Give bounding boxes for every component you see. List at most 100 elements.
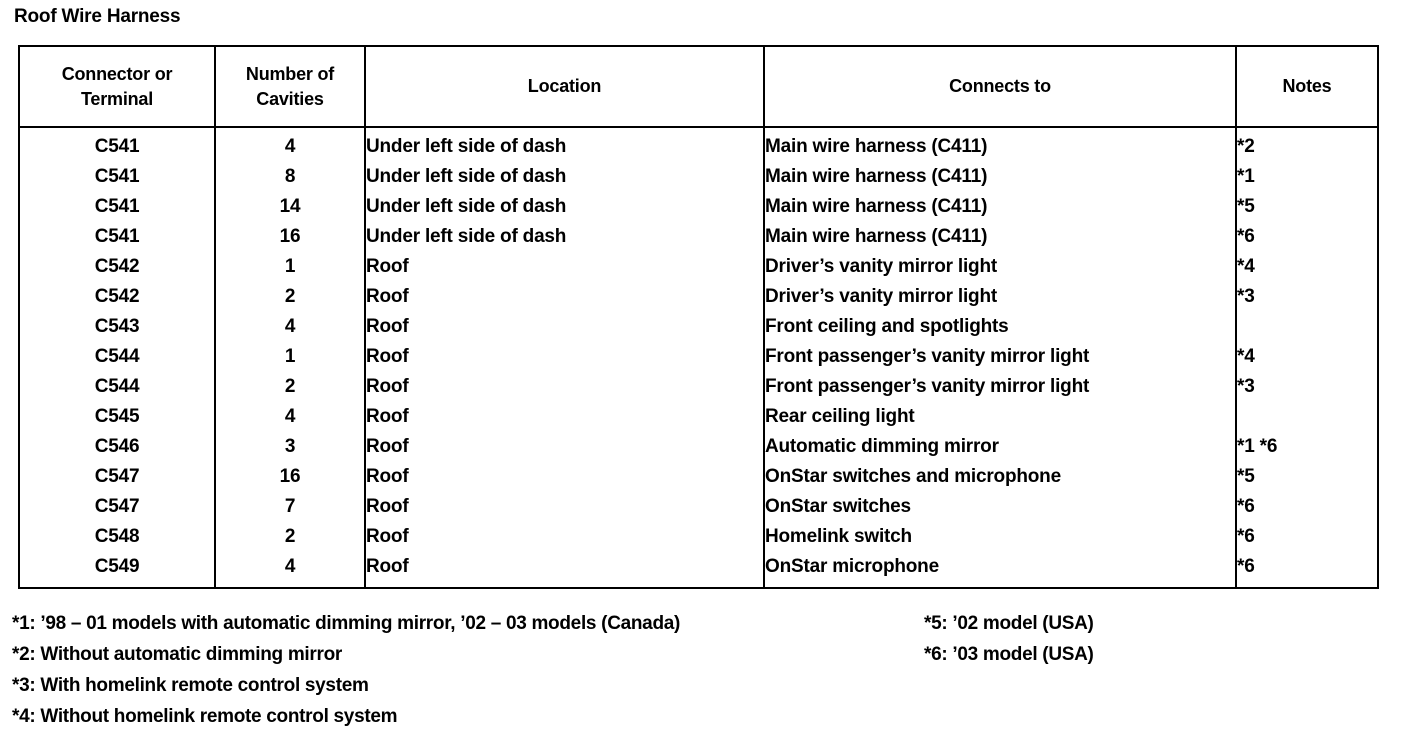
- cell-notes: *3: [1237, 376, 1255, 397]
- cell-notes: *1 *6: [1237, 436, 1278, 457]
- cell-location: Roof: [365, 252, 765, 282]
- cell-connector: C544: [19, 342, 216, 372]
- cell-cavities: 4: [215, 127, 366, 162]
- cell-notes: *5: [1237, 196, 1255, 217]
- cell-connects-to: Front passenger’s vanity mirror light: [764, 342, 1237, 372]
- cell-connector: C546: [19, 432, 216, 462]
- cell-cavities: 16: [215, 222, 366, 252]
- table-header-row: Connector or Terminal Number of Cavities…: [19, 46, 1378, 128]
- cell-connects-to: Driver’s vanity mirror light: [764, 252, 1237, 282]
- column-header-cavities-line1: Number of: [245, 63, 335, 84]
- column-header-connector-line1: Connector or: [61, 63, 173, 84]
- cell-connector: C542: [19, 282, 216, 312]
- cell-connects-to: Rear ceiling light: [764, 402, 1237, 432]
- footnotes-column-left: *1: ’98 – 01 models with automatic dimmi…: [12, 608, 912, 732]
- column-header-cavities-line2: Cavities: [256, 88, 324, 109]
- cell-location: Roof: [365, 432, 765, 462]
- cell-connects-to: OnStar microphone: [764, 552, 1237, 588]
- cell-connects-to: OnStar switches and microphone: [764, 462, 1237, 492]
- footnote-4: *4: Without homelink remote control syst…: [12, 706, 398, 727]
- cell-cavities: 16: [215, 462, 366, 492]
- cell-location: Roof: [365, 492, 765, 522]
- cell-connects-to: OnStar switches: [764, 492, 1237, 522]
- cell-connector: C549: [19, 552, 216, 588]
- cell-connector: C547: [19, 492, 216, 522]
- cell-location: Roof: [365, 462, 765, 492]
- cell-cavities: 8: [215, 162, 366, 192]
- cell-notes: [1236, 312, 1378, 342]
- cell-connector: C541: [19, 162, 216, 192]
- table-row: C544 2 Roof Front passenger’s vanity mir…: [19, 372, 1378, 402]
- cell-notes: *4: [1237, 256, 1255, 277]
- cell-notes: *6: [1237, 556, 1255, 577]
- table-row: C545 4 Roof Rear ceiling light: [19, 402, 1378, 432]
- cell-connects-to: Homelink switch: [764, 522, 1237, 552]
- footnote-5: *5: ’02 model (USA): [924, 613, 1094, 634]
- footnotes-column-right: *5: ’02 model (USA) *6: ’03 model (USA): [924, 608, 1384, 670]
- cell-connector: C547: [19, 462, 216, 492]
- cell-connects-to: Main wire harness (C411): [764, 222, 1237, 252]
- table-row: C543 4 Roof Front ceiling and spotlights: [19, 312, 1378, 342]
- column-header-connector-line2: Terminal: [80, 88, 154, 109]
- cell-connects-to: Main wire harness (C411): [764, 162, 1237, 192]
- cell-connector: C544: [19, 372, 216, 402]
- table-row: C541 16 Under left side of dash Main wir…: [19, 222, 1378, 252]
- footnote-6: *6: ’03 model (USA): [924, 644, 1094, 665]
- table-row: C544 1 Roof Front passenger’s vanity mir…: [19, 342, 1378, 372]
- cell-location: Roof: [365, 282, 765, 312]
- table-body: C541 4 Under left side of dash Main wire…: [19, 127, 1378, 588]
- cell-location: Roof: [365, 372, 765, 402]
- cell-notes: *4: [1237, 346, 1255, 367]
- table-row: C541 14 Under left side of dash Main wir…: [19, 192, 1378, 222]
- footnotes: *1: ’98 – 01 models with automatic dimmi…: [12, 608, 1402, 743]
- table-row: C542 2 Roof Driver’s vanity mirror light…: [19, 282, 1378, 312]
- table-header: Connector or Terminal Number of Cavities…: [19, 46, 1378, 128]
- table-row: C547 7 Roof OnStar switches *6: [19, 492, 1378, 522]
- roof-wire-harness-table: Connector or Terminal Number of Cavities…: [18, 45, 1379, 589]
- cell-connector: C548: [19, 522, 216, 552]
- cell-notes: *6: [1237, 226, 1255, 247]
- cell-cavities: 4: [215, 312, 366, 342]
- cell-connects-to: Front ceiling and spotlights: [764, 312, 1237, 342]
- cell-notes: *6: [1237, 526, 1255, 547]
- column-header-location: Location: [365, 46, 765, 128]
- cell-connector: C541: [19, 192, 216, 222]
- cell-cavities: 7: [215, 492, 366, 522]
- cell-connects-to: Main wire harness (C411): [764, 127, 1237, 162]
- table-row: C546 3 Roof Automatic dimming mirror *1 …: [19, 432, 1378, 462]
- cell-location: Roof: [365, 522, 765, 552]
- cell-cavities: 1: [215, 252, 366, 282]
- cell-cavities: 2: [215, 282, 366, 312]
- cell-location: Roof: [365, 402, 765, 432]
- table-row: C542 1 Roof Driver’s vanity mirror light…: [19, 252, 1378, 282]
- cell-location: Under left side of dash: [365, 222, 765, 252]
- cell-cavities: 4: [215, 402, 366, 432]
- cell-connects-to: Main wire harness (C411): [764, 192, 1237, 222]
- cell-connector: C545: [19, 402, 216, 432]
- column-header-cavities: Number of Cavities: [215, 46, 366, 128]
- cell-cavities: 3: [215, 432, 366, 462]
- cell-notes: *1: [1237, 166, 1255, 187]
- column-header-notes: Notes: [1236, 46, 1378, 128]
- cell-connector: C543: [19, 312, 216, 342]
- cell-notes: [1236, 402, 1378, 432]
- cell-cavities: 1: [215, 342, 366, 372]
- cell-connects-to: Front passenger’s vanity mirror light: [764, 372, 1237, 402]
- footnote-2: *2: Without automatic dimming mirror: [12, 644, 342, 665]
- cell-location: Roof: [365, 342, 765, 372]
- table-row: C548 2 Roof Homelink switch *6: [19, 522, 1378, 552]
- cell-location: Under left side of dash: [365, 162, 765, 192]
- cell-cavities: 2: [215, 522, 366, 552]
- cell-notes: *2: [1237, 136, 1255, 157]
- cell-location: Under left side of dash: [365, 127, 765, 162]
- cell-connector: C542: [19, 252, 216, 282]
- cell-location: Under left side of dash: [365, 192, 765, 222]
- page-title: Roof Wire Harness: [14, 6, 181, 27]
- cell-connector: C541: [19, 127, 216, 162]
- column-header-connector: Connector or Terminal: [19, 46, 216, 128]
- table-row: C541 4 Under left side of dash Main wire…: [19, 127, 1378, 162]
- footnote-1: *1: ’98 – 01 models with automatic dimmi…: [12, 613, 681, 634]
- cell-notes: *3: [1237, 286, 1255, 307]
- column-header-connects-to: Connects to: [764, 46, 1237, 128]
